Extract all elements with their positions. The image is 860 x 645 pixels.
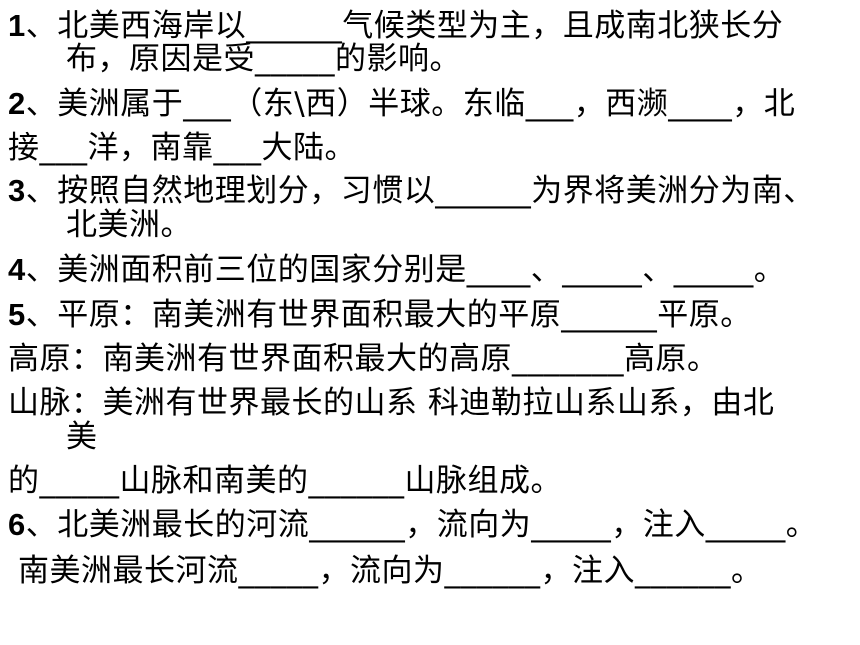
q5-line-3: 山脉：美洲有世界最长的山系 科迪勒拉山系山系，由北	[8, 385, 775, 421]
q5-line-1: 5、平原：南美洲有世界面积最大的平原______平原。	[8, 297, 752, 333]
q3-line-2: 北美洲。	[66, 207, 192, 243]
q3-line-1: 3、按照自然地理划分，习惯以______为界将美洲分为南、	[8, 173, 815, 209]
q1-line-1: 1、北美西海岸以______气候类型为主，且成南北狭长分	[8, 8, 784, 44]
q6-line-2: 南美洲最长河流_____，流向为______，注入______。	[18, 553, 763, 589]
q6-line-1: 6、北美洲最长的河流______，流向为_____，注入_____。	[8, 507, 818, 543]
q5-line-4: 美	[66, 419, 98, 455]
q5-line-5: 的_____山脉和南美的______山脉组成。	[8, 463, 562, 499]
q2-line-2: 接___洋，南靠___大陆。	[8, 130, 356, 166]
q1-line-2: 布，原因是受_____的影响。	[66, 41, 461, 77]
q5-line-2: 高原：南美洲有世界面积最大的高原_______高原。	[8, 341, 719, 377]
q4-line-1: 4、美洲面积前三位的国家分别是____、_____、_____。	[8, 252, 786, 288]
q2-line-1: 2、美洲属于___（东\西）半球。东临___，西濒____，北	[8, 86, 796, 122]
